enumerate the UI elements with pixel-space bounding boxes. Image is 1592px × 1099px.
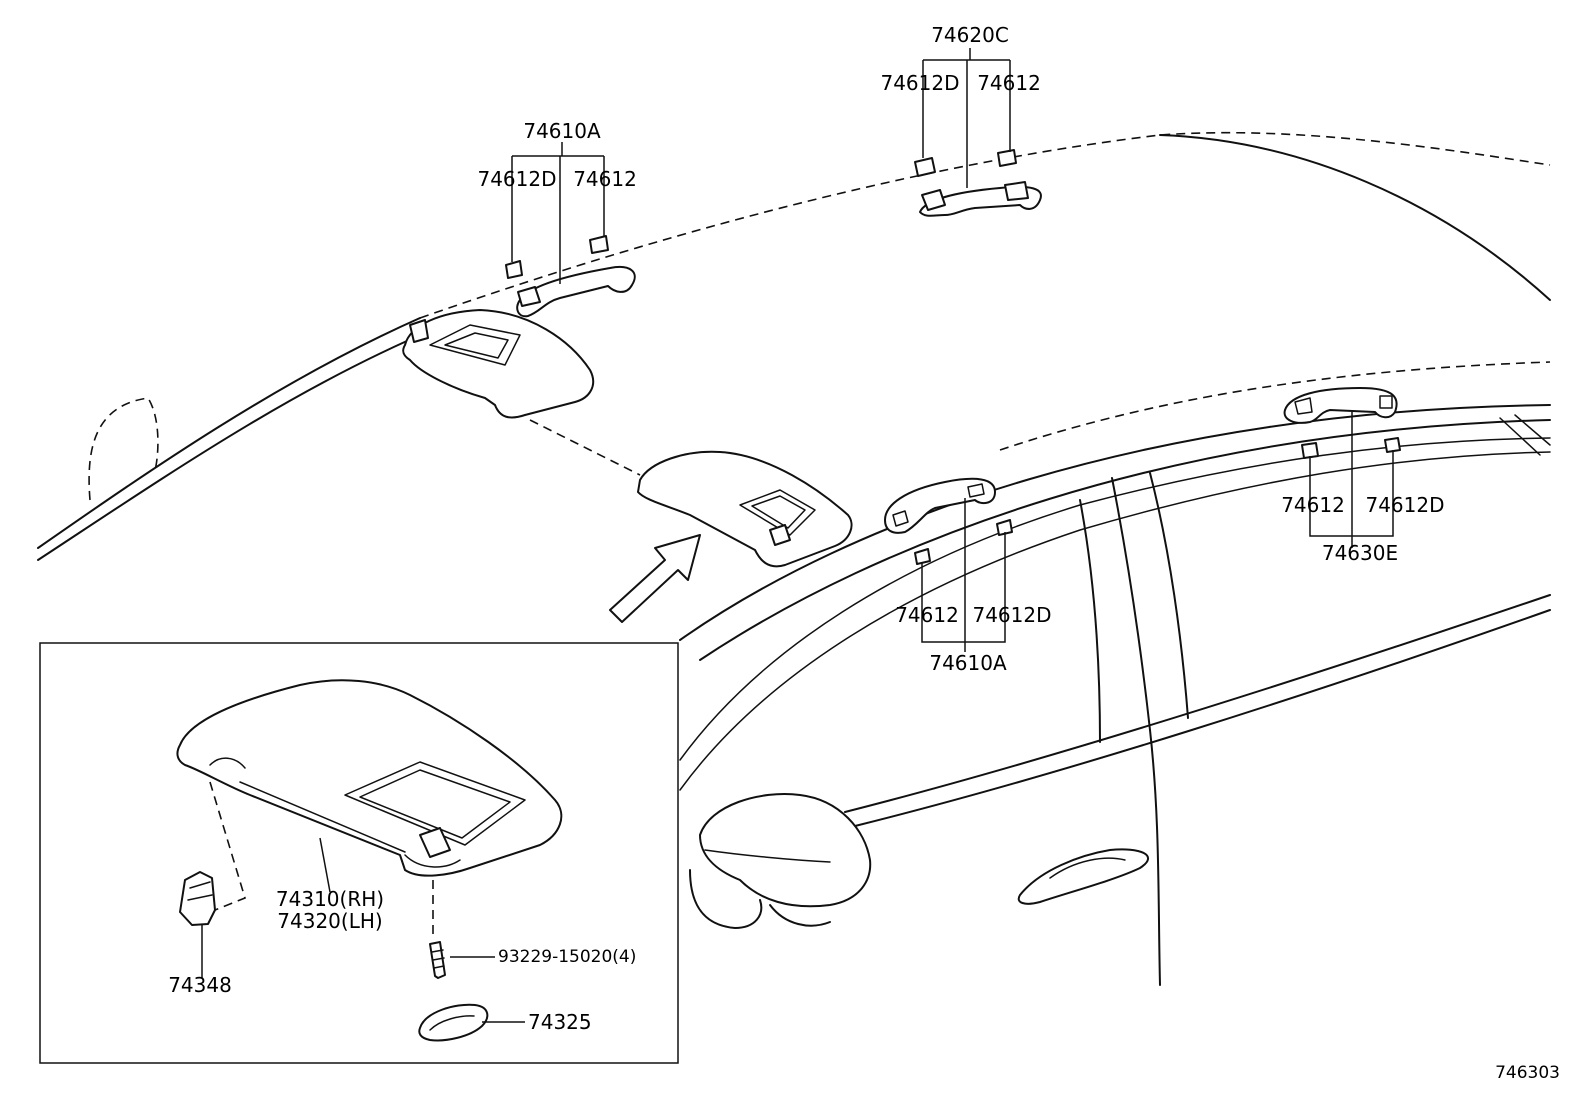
label-74630e: 74630E (1322, 541, 1398, 565)
label-visor-rh: 74310(RH) (276, 887, 384, 911)
label-side-right-clip: 74612D (972, 603, 1051, 627)
label-visor-lh: 74320(LH) (277, 909, 382, 933)
label-screw: 93229-15020(4) (498, 947, 636, 967)
label-74610a-side: 74610A (929, 651, 1007, 675)
assist-grip-front (516, 266, 636, 318)
detail-inset (39, 642, 679, 1064)
label-front-right-clip: 74612 (573, 167, 637, 191)
sun-visor-detail (176, 679, 563, 877)
assist-grip-top (919, 181, 1042, 217)
arrow-icon (609, 534, 701, 623)
label-side-left-clip: 74612 (895, 603, 959, 627)
leader-lines (511, 48, 1394, 652)
clip-side-left (914, 548, 931, 565)
label-holder: 74348 (168, 973, 232, 997)
label-rear-right-clip: 74612D (1365, 493, 1444, 517)
cover-icon (418, 1003, 489, 1042)
clip-rear-left (1301, 442, 1319, 459)
label-74620c: 74620C (931, 23, 1009, 47)
label-rear-left-clip: 74612 (1281, 493, 1345, 517)
label-74610a-front: 74610A (523, 119, 601, 143)
clip-top-right (997, 149, 1017, 167)
clip-front-left (505, 260, 523, 279)
label-cover: 74325 (528, 1010, 592, 1034)
visor-link-dash (529, 419, 641, 476)
clip-rear-right (1384, 437, 1401, 453)
assist-grip-rear (1283, 387, 1398, 424)
assist-grip-side (884, 477, 996, 534)
clip-top-left (914, 157, 936, 177)
label-top-left-clip: 74612D (880, 71, 959, 95)
diagram-code: 746303 (1495, 1063, 1560, 1083)
clip-front-right (589, 235, 609, 254)
sun-visor-detached (637, 450, 853, 568)
sun-visor-installed (402, 309, 595, 419)
label-top-right-clip: 74612 (977, 71, 1041, 95)
clip-side-right (996, 519, 1013, 536)
label-front-left-clip: 74612D (477, 167, 556, 191)
